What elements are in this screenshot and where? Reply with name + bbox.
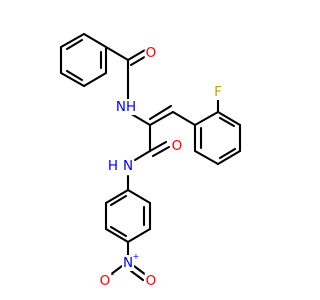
bond [151,145,171,158]
atom-label-background [213,84,223,100]
bond [82,32,108,49]
bond [216,149,242,166]
bond [148,104,173,121]
bond [129,269,145,282]
charge-minus-nitro: - [112,270,115,279]
bond [104,45,130,62]
bond [65,38,84,51]
atom-label-background [144,45,158,61]
bond [108,264,124,277]
bond [148,140,168,153]
atom-n-nitro: N [123,255,133,271]
atom-label-background [121,255,135,271]
atom-label-layer: O NH F O N H N + O - O [98,45,223,289]
structure-canvas: O NH F O N H N + O - O [59,32,242,289]
bond [218,116,236,128]
bond-layer [59,32,242,282]
bond [82,71,108,88]
bond [65,69,84,82]
bond [193,149,220,166]
bond [109,194,128,207]
charge-plus-nitro: + [133,252,140,261]
atom-label-background [114,99,138,115]
atom-o-benzoyl: O [146,45,157,61]
bond [148,110,175,127]
atom-label-background [121,158,135,174]
bond [193,110,220,127]
atom-o-nitro-left: O [100,273,111,289]
bond [126,227,152,244]
atom-label-background [144,273,158,289]
bond [104,227,130,244]
atom-label-background [106,158,120,174]
bond [171,110,197,127]
bond [133,149,152,162]
bond [218,147,237,160]
bond [59,32,86,49]
atom-h-anilide: H [108,158,118,174]
molecule-diagram: O NH F O N H N + O - O [59,32,242,289]
atom-fluorine: F [214,84,222,100]
bond [109,225,128,238]
atom-o-nitro-right: O [146,273,157,289]
atom-label-background [98,273,112,289]
bond [216,110,242,127]
atom-nh-benzamide: NH [116,99,136,115]
bond [126,188,152,205]
bond [59,71,86,88]
atom-o-anilide: O [172,138,183,154]
bond [104,188,130,205]
bond [126,48,147,62]
bond [132,264,148,277]
atom-label-background [170,138,184,154]
atom-n-anilide: N [123,158,133,174]
